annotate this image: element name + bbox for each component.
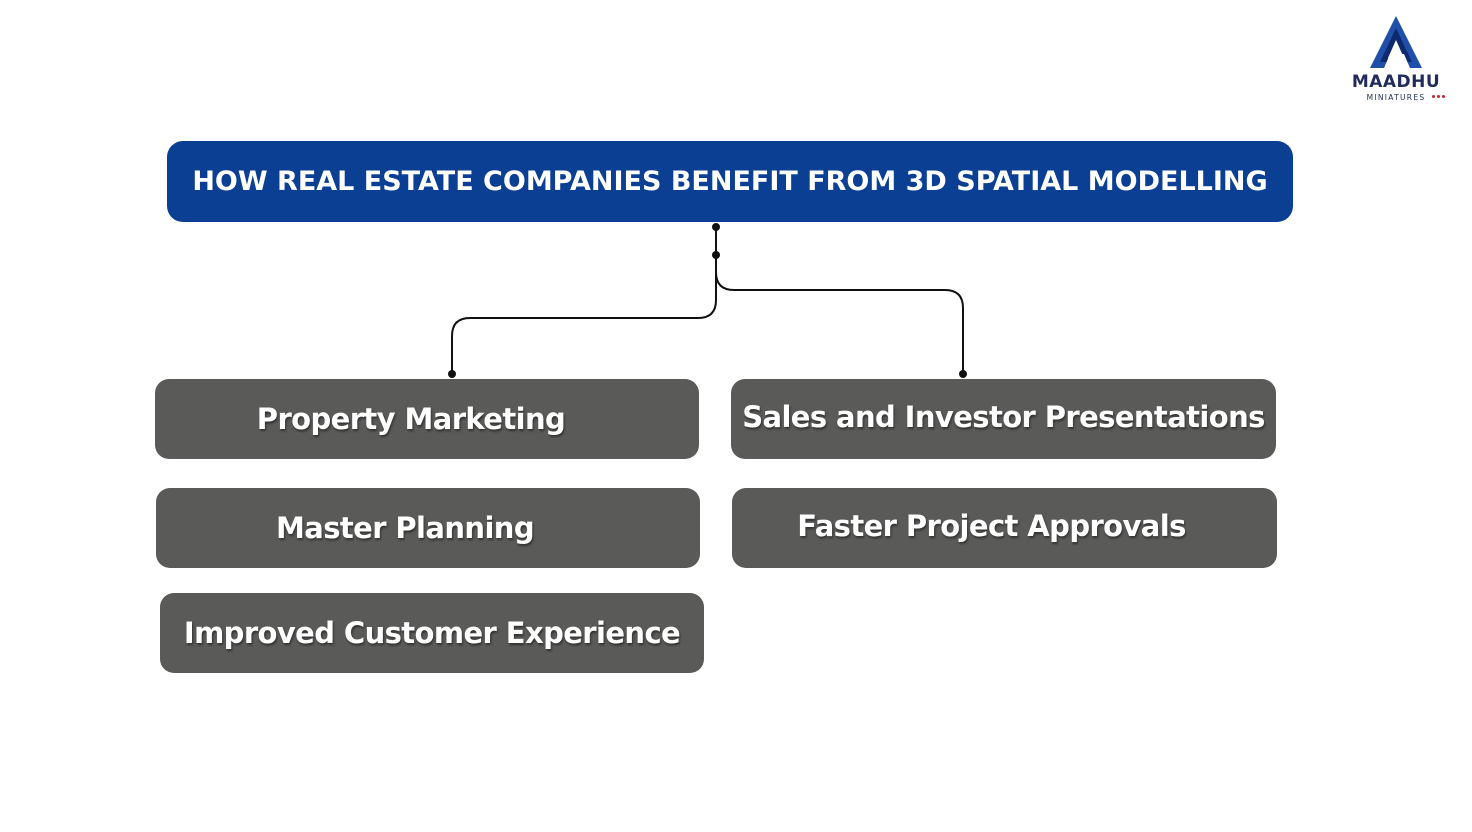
connector-left — [451, 299, 717, 374]
triangle-logo-icon — [1370, 16, 1422, 68]
benefit-box-master-planning: Master Planning — [156, 488, 700, 568]
benefit-label: Master Planning — [275, 511, 535, 545]
benefit-label: Sales and Investor Presentations — [742, 400, 1265, 434]
logo-name: MAADHU — [1351, 72, 1441, 92]
benefit-box-sales-presentations: Sales and Investor Presentations — [731, 379, 1276, 459]
diagram-title: HOW REAL ESTATE COMPANIES BENEFIT FROM 3… — [192, 166, 1268, 197]
benefit-label: Property Marketing — [256, 402, 566, 436]
connector-dot-split — [712, 251, 720, 259]
logo-dots — [1432, 95, 1446, 99]
connector-dot-left — [448, 370, 456, 378]
connector-dot-top — [712, 223, 720, 231]
benefit-box-faster-approvals: Faster Project Approvals — [732, 488, 1277, 568]
logo-subtitle: MINIATURES — [1366, 93, 1426, 102]
maadhu-logo: MAADHU MINIATURES — [1340, 14, 1452, 104]
title-box: HOW REAL ESTATE COMPANIES BENEFIT FROM 3… — [167, 141, 1293, 222]
benefit-label: Faster Project Approvals — [797, 509, 1186, 543]
connector-dot-right — [959, 370, 967, 378]
benefit-label: Improved Customer Experience — [183, 616, 681, 650]
benefit-box-customer-experience: Improved Customer Experience — [160, 593, 704, 673]
benefit-box-property-marketing: Property Marketing — [155, 379, 699, 459]
connector-right — [715, 271, 964, 374]
